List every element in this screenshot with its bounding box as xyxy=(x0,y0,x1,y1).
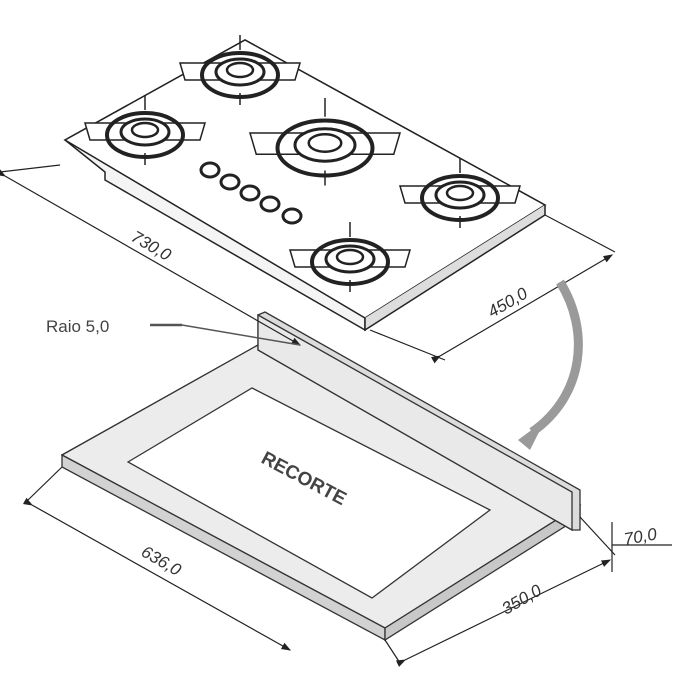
dim-line-636 xyxy=(22,497,292,651)
arrow-head-icon xyxy=(518,420,545,450)
knob-icon xyxy=(259,195,281,213)
dim-line-450 xyxy=(430,254,614,364)
radius-label: Raio 5,0 xyxy=(46,317,109,336)
placement-arrow xyxy=(529,279,583,436)
burner-icon xyxy=(83,95,207,165)
burner-icon xyxy=(398,158,522,228)
dim-636-label: 636,0 xyxy=(138,542,185,580)
dim-350-label: 350,0 xyxy=(499,580,546,618)
dim-line-730 xyxy=(0,168,302,346)
knob-icon xyxy=(239,184,261,202)
burner-icon xyxy=(248,98,402,186)
burners xyxy=(83,35,522,292)
knob-icon xyxy=(219,173,241,191)
knob-icon xyxy=(199,161,221,179)
burner-icon xyxy=(178,35,302,105)
knob-icon xyxy=(281,207,303,225)
burner-icon xyxy=(288,222,412,292)
dim-line-350 xyxy=(395,559,612,667)
